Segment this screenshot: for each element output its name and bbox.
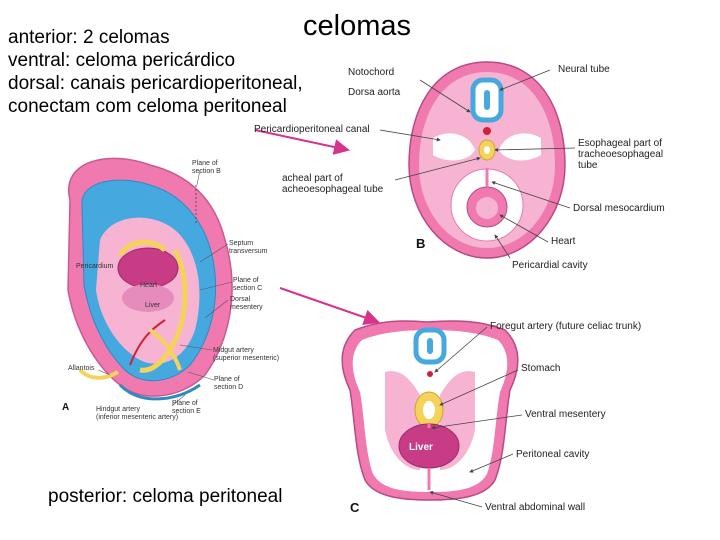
section-c-diagram: [341, 320, 519, 501]
label-stomach: Stomach: [521, 363, 561, 374]
label-foregut-artery: Foregut artery (future celiac trunk): [490, 321, 642, 332]
label-hindgut-artery: Hindgut artery (inferior mesenteric arte…: [96, 406, 179, 421]
page-title: celomas: [303, 10, 411, 42]
label-dorsal-mesentery: Dorsal mesentery: [230, 296, 263, 311]
label-plane-d: Plane of section D: [214, 376, 244, 391]
label-plane-e: Plane of section E: [172, 400, 201, 415]
label-ventral-abdominal-wall: Ventral abdominal wall: [485, 502, 586, 513]
label-liver: Liver: [409, 442, 433, 453]
label-pericardioperitoneal-canal: Pericardioperitoneal canal: [254, 124, 370, 135]
panel-letter-c: C: [350, 500, 360, 515]
label-pericardial-cavity: Pericardial cavity: [512, 260, 588, 271]
label-heart-a: Heart: [140, 282, 158, 289]
label-heart: Heart: [551, 236, 576, 247]
panel-letter-a: A: [62, 402, 70, 413]
note-dorsal: dorsal: canais pericardioperitoneal,: [8, 73, 303, 94]
panel-letter-b: B: [416, 236, 426, 251]
label-ventral-mesentery: Ventral mesentery: [525, 409, 606, 420]
label-pericardium: Pericardium: [76, 263, 114, 270]
label-liver-a: Liver: [145, 302, 161, 309]
label-esophageal: Esophageal part of tracheoesophageal tub…: [578, 138, 664, 171]
arrow-to-section-b: [254, 129, 350, 155]
note-anterior: anterior: 2 celomas: [8, 27, 170, 48]
label-neural-tube: Neural tube: [558, 64, 610, 75]
label-plane-b: Plane of section B: [192, 160, 221, 175]
embryo-lateral-view: [67, 157, 233, 401]
note-ventral: ventral: celoma pericárdico: [8, 50, 236, 71]
label-septum: Septum transversum: [229, 240, 268, 255]
note-posterior: posterior: celoma peritoneal: [48, 486, 283, 507]
section-b-diagram: [408, 61, 566, 259]
label-allantois: Allantois: [68, 365, 95, 372]
label-tracheal: acheal part of acheoesophageal tube: [282, 173, 384, 195]
label-peritoneal-cavity: Peritoneal cavity: [516, 449, 590, 460]
label-plane-c: Plane of section C: [233, 277, 263, 292]
note-connect: conectam com celoma peritoneal: [8, 96, 287, 117]
label-notochord: Notochord: [348, 67, 395, 78]
label-dorsal-aorta: Dorsa aorta: [348, 87, 401, 98]
label-dorsal-mesocardium: Dorsal mesocardium: [573, 203, 665, 214]
arrow-to-section-c: [279, 287, 380, 325]
label-midgut-artery: Midgut artery (superior mesenteric): [213, 347, 280, 362]
